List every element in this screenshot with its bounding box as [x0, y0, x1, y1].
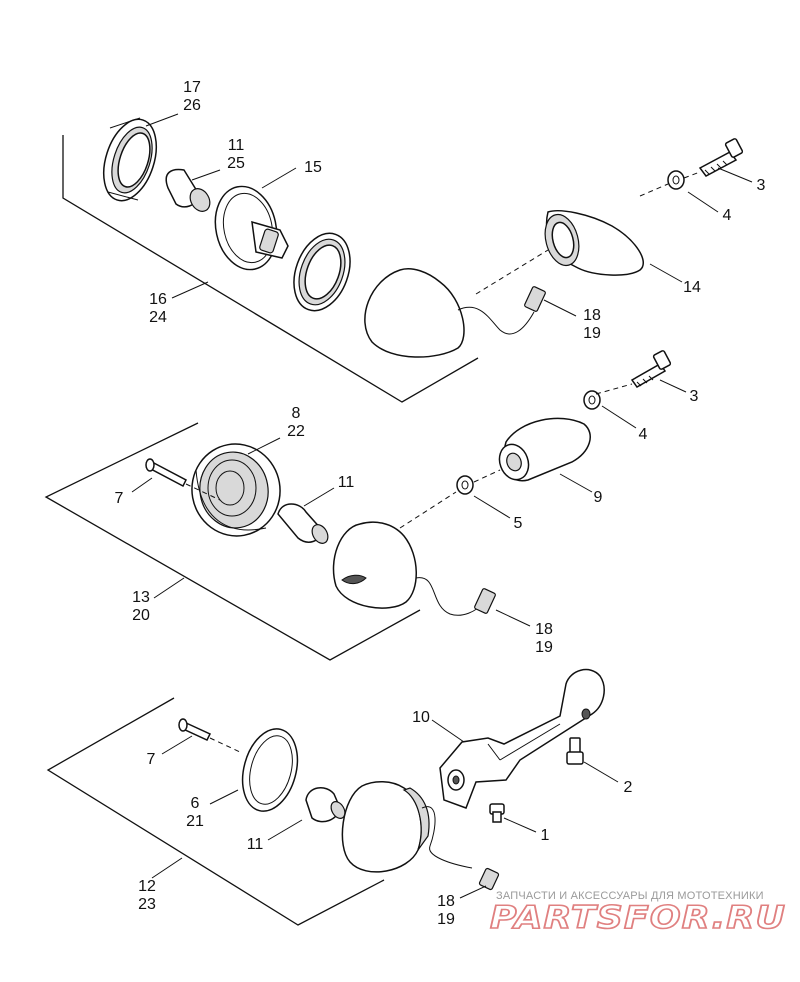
screw	[178, 718, 212, 741]
watermark-tagline: ЗАПЧАСТИ И АКСЕССУАРЫ ДЛЯ МОТОТЕХНИКИ	[496, 890, 764, 902]
callout-11: 11	[338, 474, 355, 491]
callout-15: 15	[304, 159, 322, 176]
stem-housing	[498, 417, 591, 482]
callout-7: 7	[147, 751, 156, 768]
callout-9: 9	[594, 489, 603, 506]
bulb	[305, 787, 346, 823]
washer	[667, 170, 685, 190]
wire-connector	[474, 588, 496, 614]
callout-4: 4	[639, 426, 648, 443]
callout-14: 14	[683, 279, 701, 296]
callout-3: 3	[690, 388, 699, 405]
washer	[456, 475, 474, 495]
callout-3: 3	[757, 177, 766, 194]
leader-lines	[131, 113, 753, 899]
bolt	[489, 803, 505, 823]
retaining-ring	[293, 232, 351, 312]
screw	[698, 138, 744, 177]
screw	[145, 458, 187, 488]
watermark-site: PARTSFOR.RU	[490, 900, 786, 936]
wire-connector	[524, 286, 546, 312]
mount-housing	[544, 210, 645, 276]
assembly-middle	[44, 350, 672, 661]
mount-bracket	[439, 668, 605, 809]
reflector-cup	[191, 443, 281, 537]
wire-connector	[478, 867, 500, 891]
trim-ring	[102, 117, 158, 202]
assembly-bottom	[46, 668, 605, 926]
callout-10: 10	[412, 709, 430, 726]
callout-4: 4	[723, 207, 732, 224]
bulb	[277, 503, 329, 544]
lens-housing	[364, 268, 465, 358]
washer	[583, 390, 601, 410]
callout-2: 2	[624, 779, 633, 796]
lens-housing	[332, 521, 417, 609]
callout-5: 5	[514, 515, 523, 532]
watermark: ЗАПЧАСТИ И АКСЕССУАРЫ ДЛЯ МОТОТЕХНИКИ PA…	[489, 890, 786, 937]
trim-ring	[241, 728, 299, 812]
socket-plate	[214, 185, 289, 271]
lens-housing	[341, 781, 430, 873]
bolt	[566, 737, 584, 765]
assembly-top	[62, 117, 744, 403]
callout-11: 11	[247, 836, 264, 853]
bulb	[165, 168, 211, 212]
screw	[630, 350, 672, 388]
callout-7: 7	[115, 490, 124, 507]
callout-1: 1	[541, 827, 550, 844]
